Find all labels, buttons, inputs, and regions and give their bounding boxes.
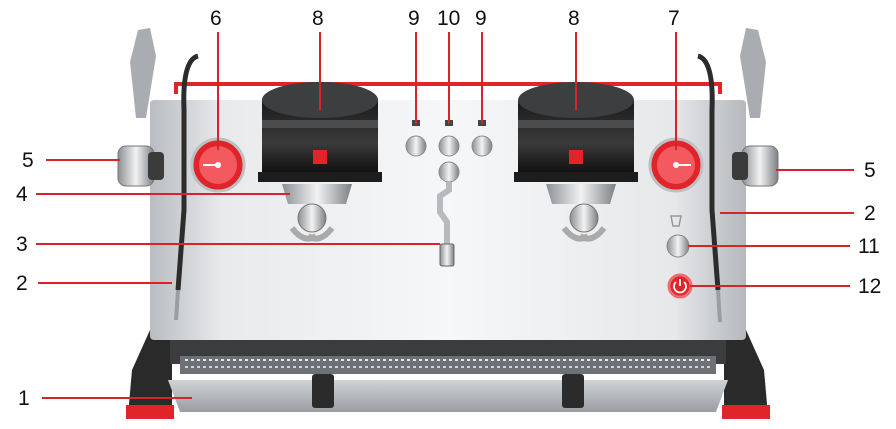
left-steam-knob[interactable]	[405, 135, 427, 157]
callout-9-right: 9	[475, 7, 487, 30]
left-steam-wand	[175, 53, 200, 291]
left-foot-accent	[126, 405, 174, 419]
left-pressure-gauge	[190, 137, 246, 193]
right-foot-accent	[722, 405, 770, 419]
callout-10: 10	[437, 7, 461, 30]
callout-11: 11	[858, 235, 880, 258]
right-pressure-gauge	[648, 137, 704, 193]
callout-8-right: 8	[568, 7, 580, 30]
left-group-logo	[313, 150, 327, 164]
cup-warmer-knob[interactable]	[666, 234, 690, 258]
right-steam-knob[interactable]	[471, 135, 493, 157]
left-portafilter	[282, 184, 352, 242]
callout-9-left: 9	[408, 7, 420, 30]
callout-7: 7	[668, 7, 680, 30]
drip-tray	[168, 380, 728, 412]
callout-2-right: 2	[864, 202, 876, 225]
callout-1: 1	[18, 387, 30, 410]
right-steam-lever	[732, 28, 779, 187]
center-buttons	[405, 120, 493, 157]
callout-5-left: 5	[22, 149, 34, 172]
left-tray-support	[312, 374, 334, 408]
callout-8-left: 8	[312, 7, 324, 30]
hot-water-wand	[437, 161, 460, 267]
callout-2-left: 2	[16, 272, 28, 295]
right-portafilter	[546, 184, 616, 242]
right-group-logo	[569, 150, 583, 164]
right-tray-support	[562, 374, 584, 408]
callout-4: 4	[16, 183, 28, 206]
callout-5-right: 5	[864, 159, 876, 182]
power-button[interactable]	[667, 273, 693, 299]
callout-6: 6	[210, 7, 222, 30]
callout-12: 12	[858, 275, 882, 298]
right-steam-wand	[696, 53, 721, 291]
hot-water-knob[interactable]	[438, 135, 460, 157]
leader-lines	[36, 32, 854, 399]
lower-housing	[170, 340, 726, 374]
left-steam-lever	[117, 28, 164, 187]
callout-3: 3	[16, 233, 28, 256]
